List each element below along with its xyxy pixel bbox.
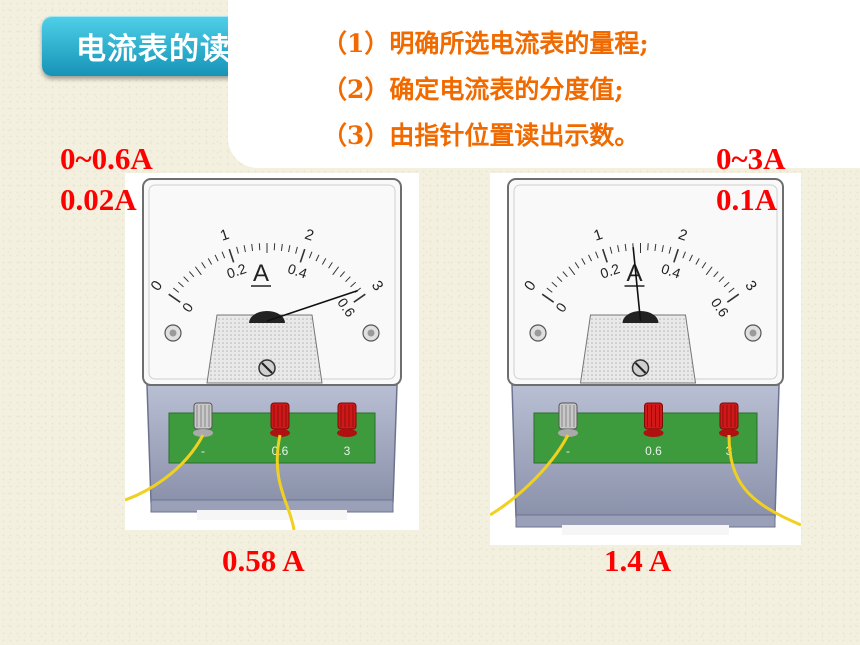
terminal-label: - (566, 444, 570, 458)
scale-tick (581, 258, 586, 265)
scale-tick (183, 276, 189, 283)
needle (266, 289, 358, 322)
scale-tick (728, 287, 735, 293)
scale-tick (546, 287, 553, 293)
bottom-scale-label: 0.2 (225, 260, 249, 281)
scale-tick (308, 251, 313, 259)
scale-tick (251, 243, 254, 251)
scale-tick (177, 281, 184, 288)
scale-tick (609, 246, 613, 254)
scale-tick (668, 246, 672, 254)
scale-tick (201, 262, 206, 269)
scale-tick (718, 276, 725, 283)
scale-tick (221, 251, 226, 259)
scale-tick (288, 245, 291, 253)
scale-tick (295, 246, 298, 254)
scale-tick (315, 254, 320, 262)
scale-tick (673, 248, 680, 263)
scale-tick (588, 254, 593, 262)
right-range-label: 0~3A (716, 141, 786, 176)
scale-tick (713, 271, 719, 278)
left-division-label: 0.02A (60, 182, 137, 217)
needle-pivot (249, 311, 285, 323)
unit-symbol: A (253, 260, 269, 287)
wire (490, 434, 570, 517)
scale-tick (682, 251, 686, 259)
scale-tick (353, 293, 366, 303)
scale-tick (332, 266, 340, 276)
step-2: （2）确定电流表的分度值; (322, 75, 624, 104)
bottom-scale-label: 0.4 (286, 260, 310, 281)
scale-tick (236, 246, 239, 254)
step-1: （1）明确所选电流表的量程; (322, 29, 649, 58)
scale-tick (701, 262, 707, 269)
scale-tick (551, 281, 558, 288)
scale-tick (168, 293, 181, 303)
scale-tick (595, 251, 599, 259)
scale-tick (568, 266, 576, 276)
scale-tick (214, 254, 219, 262)
scale-tick (624, 243, 627, 251)
scale-tick (726, 293, 740, 303)
wire (275, 434, 296, 530)
terminal-label: 0.6 (645, 444, 662, 458)
terminal-label: 3 (344, 444, 351, 458)
right-reading: 1.4 A (604, 543, 672, 578)
scale-tick (601, 248, 608, 263)
scale-tick (188, 271, 195, 278)
scale-tick (299, 248, 306, 263)
scale-tick (339, 271, 346, 278)
terminal-label: 0.6 (272, 444, 289, 458)
scale-tick (345, 276, 351, 283)
bottom-scale-label: 0.4 (659, 260, 683, 281)
unit-symbol: A (626, 260, 642, 287)
scale-tick (280, 243, 283, 251)
scale-tick (172, 287, 180, 293)
scale-tick (541, 293, 555, 303)
needle (632, 247, 642, 322)
scale-tick (194, 266, 202, 276)
scale-tick (661, 245, 664, 253)
scale-tick (654, 243, 657, 251)
bottom-scale-label: 0.2 (598, 260, 622, 281)
wire (727, 434, 801, 527)
steps-panel: （1）明确所选电流表的量程; （2）确定电流表的分度值; （3）由指针位置读出示… (228, 0, 860, 168)
scale-tick (321, 258, 327, 265)
scale-tick (556, 276, 563, 283)
step-3: （3）由指针位置读出示数。 (322, 121, 640, 150)
scale-tick (350, 281, 357, 288)
right-division-label: 0.1A (716, 182, 778, 217)
scale-tick (617, 245, 620, 253)
dial-face (142, 178, 402, 386)
left-range-label: 0~0.6A (60, 141, 153, 176)
scale-tick (207, 258, 213, 265)
scale-tick (562, 271, 568, 278)
scale-tick (695, 258, 700, 265)
scale-tick (688, 254, 693, 262)
scale-tick (723, 281, 730, 288)
scale-tick (328, 262, 333, 269)
scale-tick (228, 248, 235, 263)
scale-tick (243, 245, 246, 253)
wire (125, 434, 205, 502)
terminal-label: - (201, 444, 205, 458)
left-reading: 0.58 A (222, 543, 305, 578)
scale-tick (705, 266, 713, 276)
scale-tick (574, 262, 580, 269)
dial-face (507, 178, 784, 386)
